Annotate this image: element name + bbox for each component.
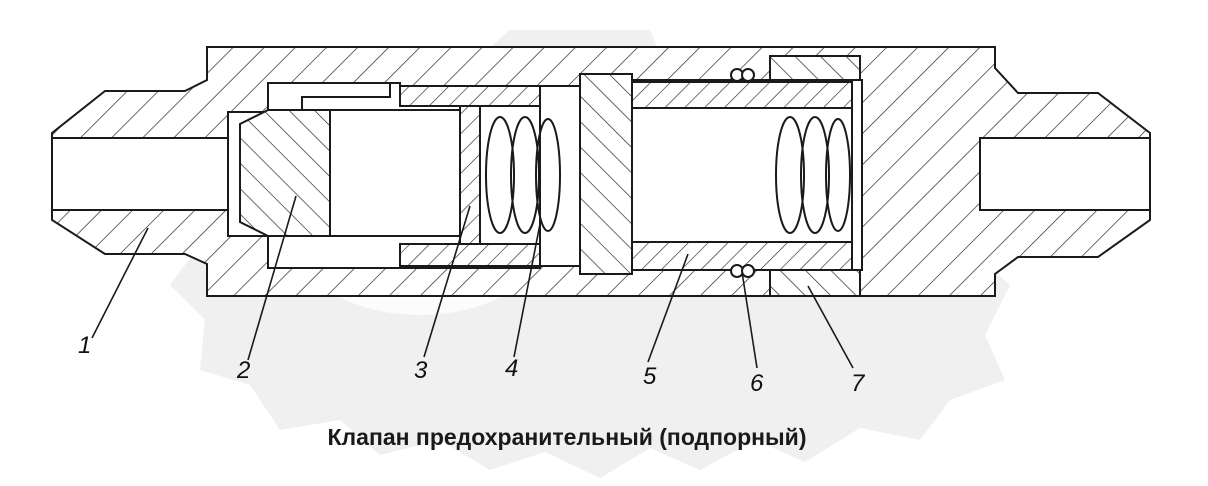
figure-caption: Клапан предохранительный (подпорный) — [327, 424, 807, 450]
o-rings — [730, 68, 755, 278]
callout-6: 6 — [750, 370, 764, 397]
callout-1: 1 — [78, 332, 91, 359]
callout-4: 4 — [505, 355, 518, 382]
spring-left — [485, 116, 561, 234]
inner-sleeve — [399, 55, 861, 297]
spring-right — [775, 116, 851, 234]
callout-labels: 1 2 3 4 5 6 7 — [78, 332, 866, 397]
leader-lines — [91, 195, 854, 369]
callout-2: 2 — [236, 357, 250, 384]
callout-5: 5 — [643, 363, 657, 390]
callout-3: 3 — [414, 357, 428, 384]
callout-7: 7 — [851, 370, 866, 397]
cap-part-2 — [239, 82, 461, 237]
